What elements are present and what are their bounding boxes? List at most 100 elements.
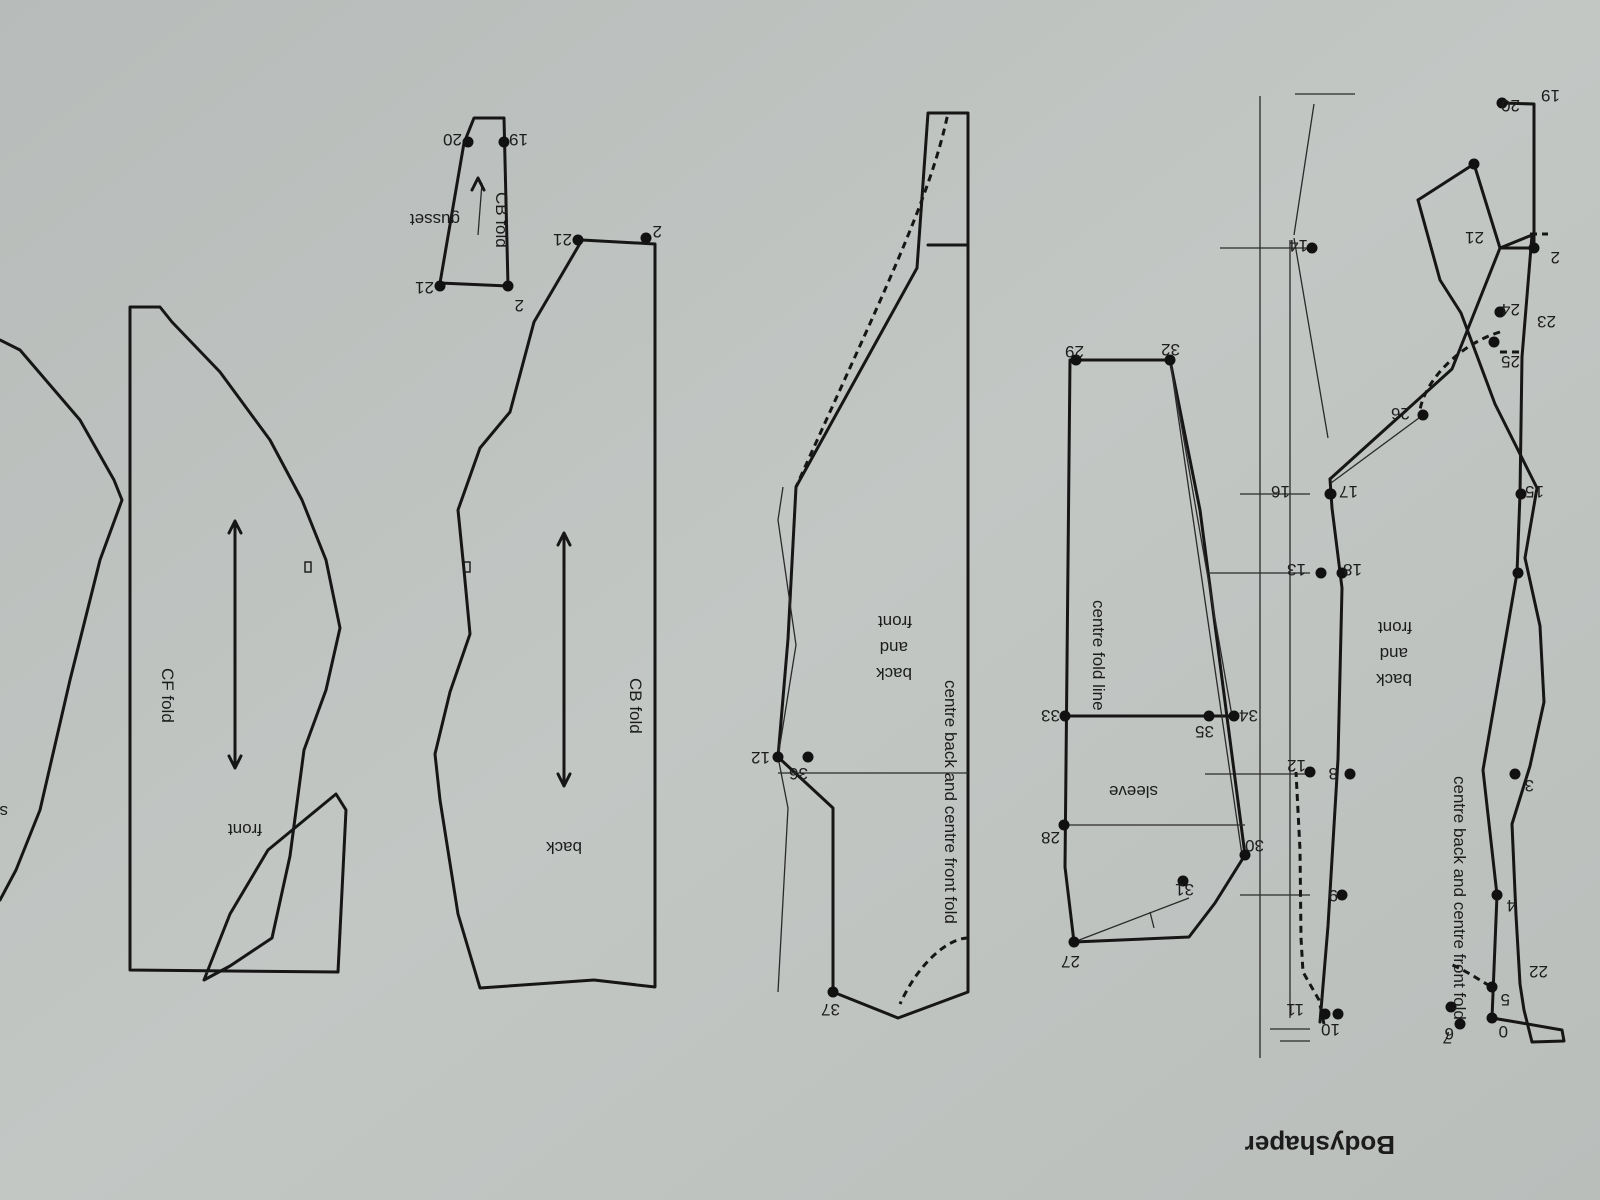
bodyshaper-draft: 0 2 3 4 5 6 7 8 9 10 11 12 13 14 15 16 1… (1205, 86, 1566, 1058)
draft-label-4: 4 (1507, 896, 1516, 915)
draft-point-26 (1417, 409, 1429, 421)
draft-point-6 (1454, 1018, 1466, 1030)
draft-label-3: 3 (1525, 776, 1534, 795)
edge-piece-outline (0, 338, 124, 902)
draft-point-1 (1512, 567, 1524, 579)
draft-line-21-17 (1293, 237, 1329, 439)
combined-fold-label: centre back and centre front fold (941, 680, 960, 924)
combined-label-37: 37 (821, 1000, 840, 1019)
combined-guide (777, 486, 797, 758)
combined-dashed-leg (898, 936, 969, 1005)
sleeve-label-32: 32 (1161, 340, 1180, 359)
sleeve-label-35: 35 (1195, 722, 1214, 741)
combined-piece-label-3: front (878, 612, 912, 631)
draft-outline-main (1416, 198, 1566, 1044)
draft-point-18 (1336, 567, 1348, 579)
draft-point-9 (1336, 889, 1348, 901)
sleeve-point-28 (1058, 819, 1070, 831)
draft-point-3 (1509, 768, 1521, 780)
draft-point-12 (1304, 766, 1316, 778)
combined-label-36: 36 (789, 764, 808, 783)
front-fold-label: CF fold (158, 668, 177, 723)
draft-label-19: 19 (1541, 86, 1560, 105)
draft-piece-label-3: front (1378, 618, 1412, 637)
gusset-point-2 (502, 280, 514, 292)
sleeve-label-34: 34 (1239, 706, 1258, 725)
back-name-label: back (546, 838, 582, 857)
draft-label-0: 0 (1499, 1022, 1508, 1041)
gusset-name-label: gusset (410, 210, 460, 229)
draft-piece-label-1: back (1376, 670, 1412, 689)
draft-point-21 (1468, 158, 1480, 170)
back-notch (463, 561, 471, 573)
gusset-point-21 (434, 280, 446, 292)
gusset-grain-line (477, 182, 483, 236)
sleeve-label-33: 33 (1041, 706, 1060, 725)
edge-fragment: s (0, 338, 124, 902)
front-notch (304, 561, 312, 573)
draft-point-11 (1319, 1008, 1331, 1020)
back-piece: 2 21 back CB fold (433, 222, 662, 990)
gusset-grain-arrow (470, 176, 486, 192)
draft-label-23: 23 (1537, 312, 1556, 331)
draft-dashed-centre (1294, 771, 1326, 1025)
combined-piece-label-1: back (876, 664, 912, 683)
draft-label-7: 7 (1443, 1028, 1452, 1047)
sleeve-point-34 (1228, 710, 1240, 722)
draft-label-10: 10 (1321, 1020, 1340, 1039)
back-point-21 (572, 234, 584, 246)
back-fold-label: CB fold (626, 678, 645, 734)
draft-point-24 (1494, 306, 1506, 318)
gusset-label-20: 20 (443, 130, 462, 149)
sleeve-fold-label: centre fold line (1089, 600, 1108, 711)
draft-neck-edge (1416, 101, 1536, 250)
draft-line-21-20 (1293, 103, 1315, 236)
sleeve-label-27: 27 (1061, 952, 1080, 971)
front-grain-arrow-1 (227, 754, 243, 770)
draft-fold-label: centre back and centre front fold (1450, 776, 1469, 1020)
gusset-outline (438, 116, 510, 288)
sleeve-piece: 27 28 29 30 31 32 33 34 35 centre fold l… (1041, 340, 1264, 971)
draft-label-24: 24 (1501, 300, 1520, 319)
draft-label-20: 20 (1501, 96, 1520, 115)
sleeve-point-29 (1070, 354, 1082, 366)
draft-point-4 (1491, 889, 1503, 901)
sleeve-line-32-34 (1169, 359, 1233, 717)
edge-fragment-text: s (0, 802, 8, 821)
draft-line-26-17 (1330, 414, 1424, 484)
draft-label-22: 22 (1529, 962, 1548, 981)
draft-armhole-straight (1328, 246, 1502, 481)
draft-label-12: 12 (1287, 756, 1306, 775)
gusset-label-19: 19 (509, 130, 528, 149)
draft-label-13: 13 (1287, 560, 1306, 579)
draft-centre-fold-edge (1481, 492, 1522, 1020)
gusset-point-19 (498, 136, 510, 148)
back-point-2 (640, 232, 652, 244)
draft-point-14 (1306, 242, 1318, 254)
sleeve-point-31 (1177, 875, 1189, 887)
draft-point-7 (1445, 1001, 1457, 1013)
combined-piece-label: back and front (876, 612, 912, 683)
draft-label-18: 18 (1343, 560, 1362, 579)
draft-shoulder (1498, 233, 1534, 250)
title: Bodyshaper (1245, 1130, 1395, 1160)
draft-label-16: 16 (1271, 482, 1290, 501)
combined-back-front-piece: 12 36 37 centre back and centre front fo… (751, 111, 970, 1020)
sleeve-line-27-31 (1073, 897, 1190, 943)
sleeve-point-32 (1164, 354, 1176, 366)
gusset-piece: 19 20 2 21 gusset CB fold (410, 116, 528, 315)
front-name-label: front (228, 820, 262, 839)
draft-point-13 (1315, 567, 1327, 579)
draft-point-2 (1528, 242, 1540, 254)
draft-piece-label-2: and (1380, 644, 1408, 663)
draft-side-seam (1318, 477, 1344, 1024)
draft-point-20 (1496, 97, 1508, 109)
back-grain-arrow-2 (556, 531, 572, 547)
back-outline (433, 238, 657, 990)
gusset-label-2: 2 (515, 296, 524, 315)
back-grain-arrow-1 (556, 772, 572, 788)
sleeve-label-29: 29 (1065, 342, 1084, 361)
draft-point-labels: 0 2 3 4 5 6 7 8 9 10 11 12 13 14 15 16 1… (1271, 86, 1560, 1047)
sleeve-name-label: sleeve (1109, 782, 1158, 801)
